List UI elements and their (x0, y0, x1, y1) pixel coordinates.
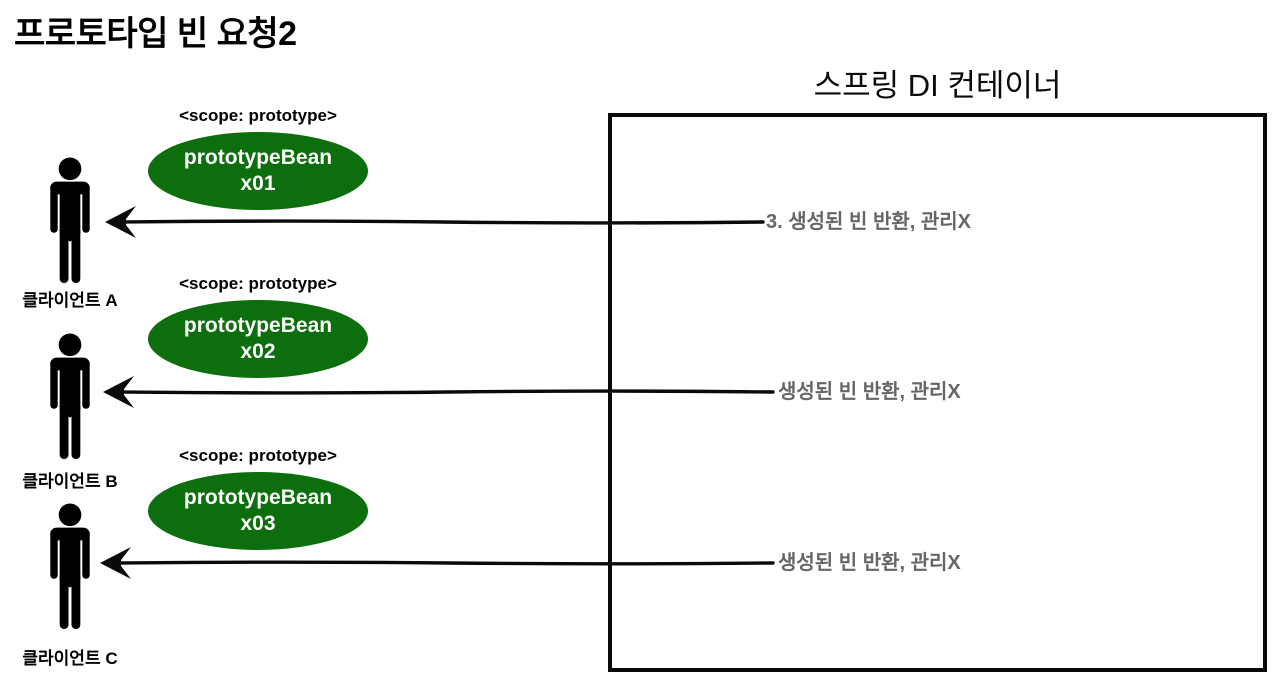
arrow-label: 생성된 빈 반환, 관리X (778, 381, 961, 403)
container-title: 스프링 DI 컨테이너 (813, 68, 1062, 103)
bean-instance: x02 (240, 340, 276, 363)
bean-group: <scope: prototype> prototypeBean x02 (148, 274, 368, 378)
bean-ellipse: prototypeBean x03 (148, 472, 368, 550)
bean-name: prototypeBean (183, 146, 333, 169)
client-label: 클라이언트 B (22, 472, 118, 491)
person-icon (50, 333, 90, 459)
arrow-label: 생성된 빈 반환, 관리X (778, 552, 961, 574)
person-icon (50, 503, 90, 629)
client-label: 클라이언트 C (22, 649, 118, 668)
scope-label: <scope: prototype> (179, 106, 337, 125)
bean-group: <scope: prototype> prototypeBean x03 (148, 446, 368, 550)
page-title: 프로토타입 빈 요청2 (14, 15, 297, 53)
scope-label: <scope: prototype> (179, 274, 337, 293)
client-label: 클라이언트 A (22, 291, 118, 310)
scope-label: <scope: prototype> (179, 446, 337, 465)
person-icon (50, 157, 90, 283)
bean-group: <scope: prototype> prototypeBean x01 (148, 106, 368, 210)
bean-name: prototypeBean (183, 314, 333, 337)
bean-ellipse: prototypeBean x01 (148, 132, 368, 210)
bean-instance: x01 (240, 172, 276, 195)
return-arrow (98, 543, 776, 583)
bean-ellipse: prototypeBean x02 (148, 300, 368, 378)
return-arrow (101, 372, 776, 412)
arrow-label: 3. 생성된 빈 반환, 관리X (766, 211, 972, 233)
return-arrow (103, 202, 766, 242)
bean-name: prototypeBean (183, 486, 333, 509)
bean-instance: x03 (240, 512, 276, 535)
